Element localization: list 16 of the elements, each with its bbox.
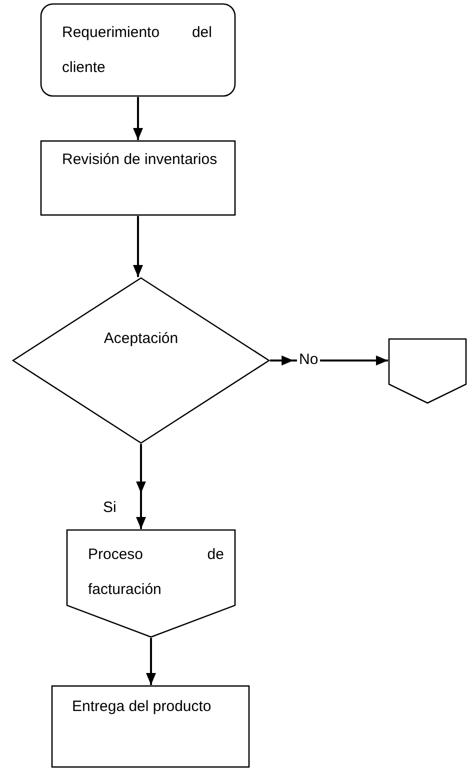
- node-label: Aceptación: [102, 329, 180, 349]
- arrow: [270, 356, 388, 366]
- arrow: [136, 444, 146, 529]
- arrow: [133, 97, 143, 140]
- node-label: Entrega del producto: [72, 697, 212, 717]
- node-label: Requerimiento del cliente: [62, 23, 212, 78]
- terminal-box: [40, 3, 236, 97]
- process-box: [40, 140, 236, 216]
- off-page-connector: [388, 338, 467, 404]
- arrow: [133, 216, 143, 277]
- node-label: Proceso de facturación: [88, 545, 224, 600]
- off-page-connector: [66, 529, 236, 638]
- node-label: Revisión de inventarios: [62, 150, 218, 170]
- arrow: [146, 638, 156, 685]
- process-box: [51, 685, 250, 768]
- decision-diamond: [12, 277, 270, 444]
